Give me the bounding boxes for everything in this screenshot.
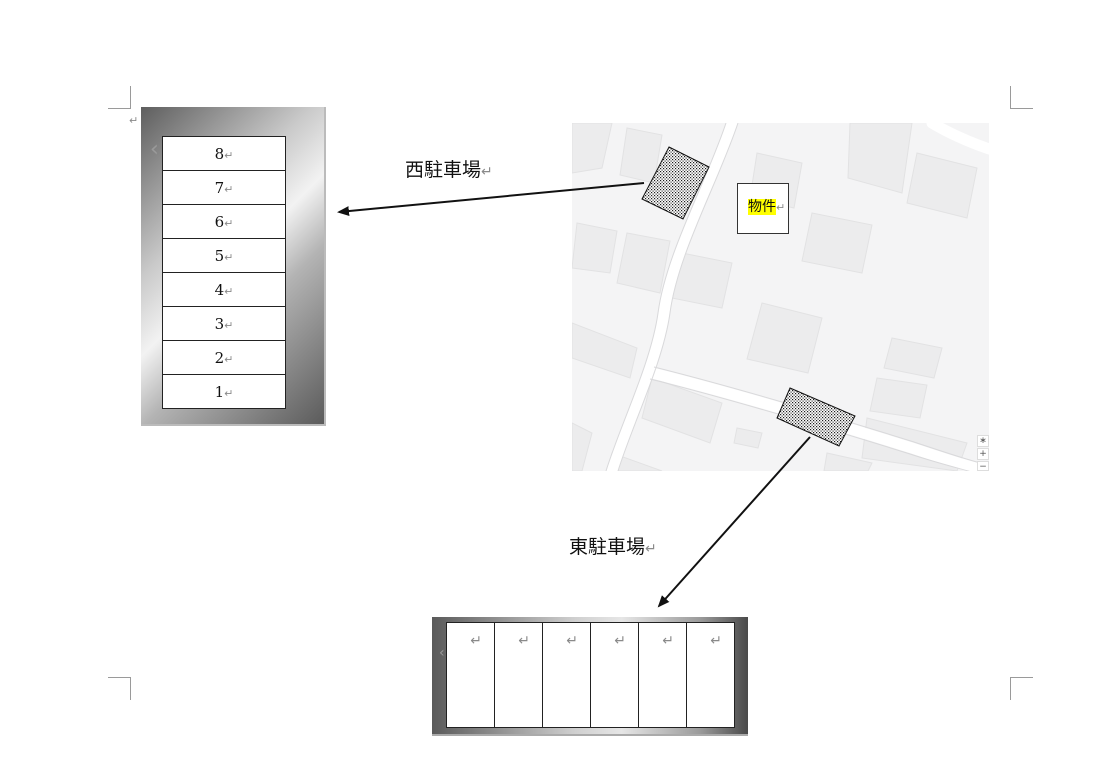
paragraph-mark: ↵ [224, 284, 234, 298]
table-row: 3↵ [162, 306, 286, 341]
map-zoom-out-button[interactable]: − [977, 461, 989, 471]
space-number: 7 [214, 178, 225, 197]
paragraph-mark: ↵ [224, 250, 234, 264]
back-arrow-icon: ‹ [439, 645, 445, 661]
map-zoom-in-button[interactable]: + [977, 448, 989, 460]
west-parking-space[interactable]: 1↵ [162, 374, 286, 409]
table-row: 6↵ [162, 204, 286, 239]
east-parking-space[interactable]: ↵ [590, 622, 639, 728]
space-number: 1 [214, 382, 225, 401]
west-parking-space[interactable]: 4↵ [162, 272, 286, 307]
east-parking-space[interactable]: ↵ [686, 622, 735, 728]
west-parking-caption-text: 西駐車場 [405, 159, 482, 181]
paragraph-mark: ↵ [710, 633, 722, 649]
paragraph-mark: ↵ [224, 352, 234, 366]
west-parking-arrow [337, 182, 645, 217]
east-parking-panel: ‹ ↵ ↵ ↵ ↵ ↵ ↵ [432, 617, 748, 736]
space-number: 6 [214, 212, 225, 231]
paragraph-mark: ↵ [224, 216, 234, 230]
property-label: 物件↵ [748, 196, 785, 216]
space-number: 5 [214, 246, 225, 265]
paragraph-mark: ↵ [470, 633, 482, 649]
space-number: 8 [214, 144, 225, 163]
table-row: 5↵ [162, 238, 286, 273]
back-arrow-icon: ‹ [150, 137, 159, 162]
crop-mark-top-left [108, 86, 131, 109]
space-number: 3 [214, 314, 225, 333]
crop-mark-bottom-right [1010, 677, 1033, 700]
west-parking-spaces: 8↵7↵6↵5↵4↵3↵2↵1↵ [162, 136, 286, 409]
table-row: 7↵ [162, 170, 286, 205]
east-parking-space[interactable]: ↵ [542, 622, 591, 728]
crop-mark-bottom-left [108, 677, 131, 700]
east-parking-caption-text: 東駐車場 [569, 536, 646, 558]
east-parking-marker[interactable] [776, 387, 856, 447]
east-parking-caption: 東駐車場↵ [569, 532, 657, 559]
west-parking-marker[interactable] [641, 146, 710, 220]
paragraph-mark: ↵ [224, 148, 234, 162]
paragraph-mark: ↵ [518, 633, 530, 649]
paragraph-mark: ↵ [645, 541, 657, 557]
table-row: 1↵ [162, 374, 286, 409]
paragraph-mark: ↵ [481, 164, 493, 180]
property-label-box[interactable]: 物件↵ [737, 183, 789, 234]
east-parking-space[interactable]: ↵ [638, 622, 687, 728]
paragraph-mark: ↵ [224, 182, 234, 196]
east-parking-spaces: ↵ ↵ ↵ ↵ ↵ ↵ [446, 622, 735, 728]
east-parking-arrow [657, 436, 811, 608]
paragraph-mark: ↵ [224, 386, 234, 400]
property-label-text: 物件 [748, 199, 776, 215]
table-row: 8↵ [162, 136, 286, 171]
paragraph-mark: ↵ [614, 633, 626, 649]
paragraph-mark: ↵ [224, 318, 234, 332]
west-parking-space[interactable]: 5↵ [162, 238, 286, 273]
west-parking-panel: ‹ 8↵7↵6↵5↵4↵3↵2↵1↵ [141, 107, 326, 426]
west-parking-caption: 西駐車場↵ [405, 155, 493, 182]
table-row: 4↵ [162, 272, 286, 307]
crop-mark-top-right [1010, 86, 1033, 109]
map-graphic [572, 123, 989, 471]
west-parking-space[interactable]: 6↵ [162, 204, 286, 239]
west-parking-space[interactable]: 8↵ [162, 136, 286, 171]
west-parking-space[interactable]: 3↵ [162, 306, 286, 341]
space-number: 4 [214, 280, 225, 299]
map-compass-button[interactable]: ∗ [977, 435, 989, 447]
east-parking-space[interactable]: ↵ [446, 622, 495, 728]
space-number: 2 [214, 348, 225, 367]
paragraph-mark: ↵ [566, 633, 578, 649]
east-parking-space[interactable]: ↵ [494, 622, 543, 728]
paragraph-mark: ↵ [662, 633, 674, 649]
paragraph-mark: ↵ [129, 114, 139, 127]
paragraph-mark: ↵ [776, 201, 786, 214]
west-parking-space[interactable]: 7↵ [162, 170, 286, 205]
